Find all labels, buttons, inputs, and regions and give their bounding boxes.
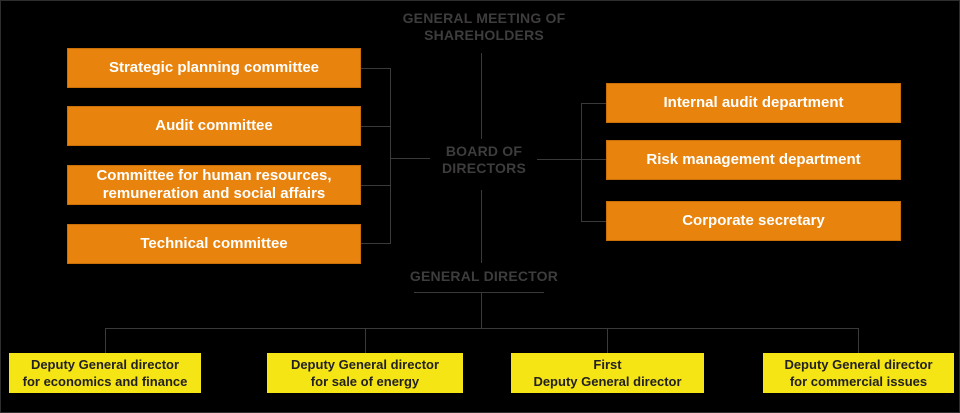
deputy-box-economics-finance: Deputy General director for economics an… — [9, 353, 201, 393]
node-board-of-directors: BOARD OF DIRECTORS — [442, 143, 526, 176]
connector-shareholders-to-board — [481, 53, 482, 139]
committee-box-human-resources: Committee for human resources, remunerat… — [67, 165, 361, 205]
department-box-risk-management: Risk management department — [606, 140, 901, 180]
department-box-corporate-secretary: Corporate secretary — [606, 201, 901, 241]
department-stub-line-3 — [581, 221, 606, 222]
department-box-internal-audit: Internal audit department — [606, 83, 901, 123]
deputy-box-first-deputy: First Deputy General director — [511, 353, 704, 393]
committee-box-audit: Audit committee — [67, 106, 361, 146]
deputy-drop-line-2 — [365, 328, 366, 354]
general-director-underline — [414, 292, 544, 293]
departments-bracket-line — [581, 103, 582, 222]
committee-box-strategic-planning: Strategic planning committee — [67, 48, 361, 88]
deputies-bus-line — [105, 328, 859, 329]
deputy-drop-line-3 — [607, 328, 608, 354]
department-stub-line-1 — [581, 103, 606, 104]
committees-to-board-line — [390, 158, 430, 159]
connector-board-to-director — [481, 190, 482, 263]
deputy-drop-line-1 — [105, 328, 106, 354]
committee-stub-line-4 — [361, 243, 390, 244]
committees-bracket-line — [390, 68, 391, 244]
committee-stub-line-2 — [361, 126, 390, 127]
committee-stub-line-3 — [361, 185, 390, 186]
committee-stub-line-1 — [361, 68, 390, 69]
deputy-box-sale-of-energy: Deputy General director for sale of ener… — [267, 353, 463, 393]
committee-box-technical: Technical committee — [67, 224, 361, 264]
node-general-director: GENERAL DIRECTOR — [409, 268, 559, 284]
connector-director-to-deputies — [481, 293, 482, 329]
node-general-meeting-of-shareholders: GENERAL MEETING OF SHAREHOLDERS — [402, 10, 566, 43]
departments-to-board-line — [537, 159, 606, 160]
deputy-box-commercial-issues: Deputy General director for commercial i… — [763, 353, 954, 393]
deputy-drop-line-4 — [858, 328, 859, 354]
